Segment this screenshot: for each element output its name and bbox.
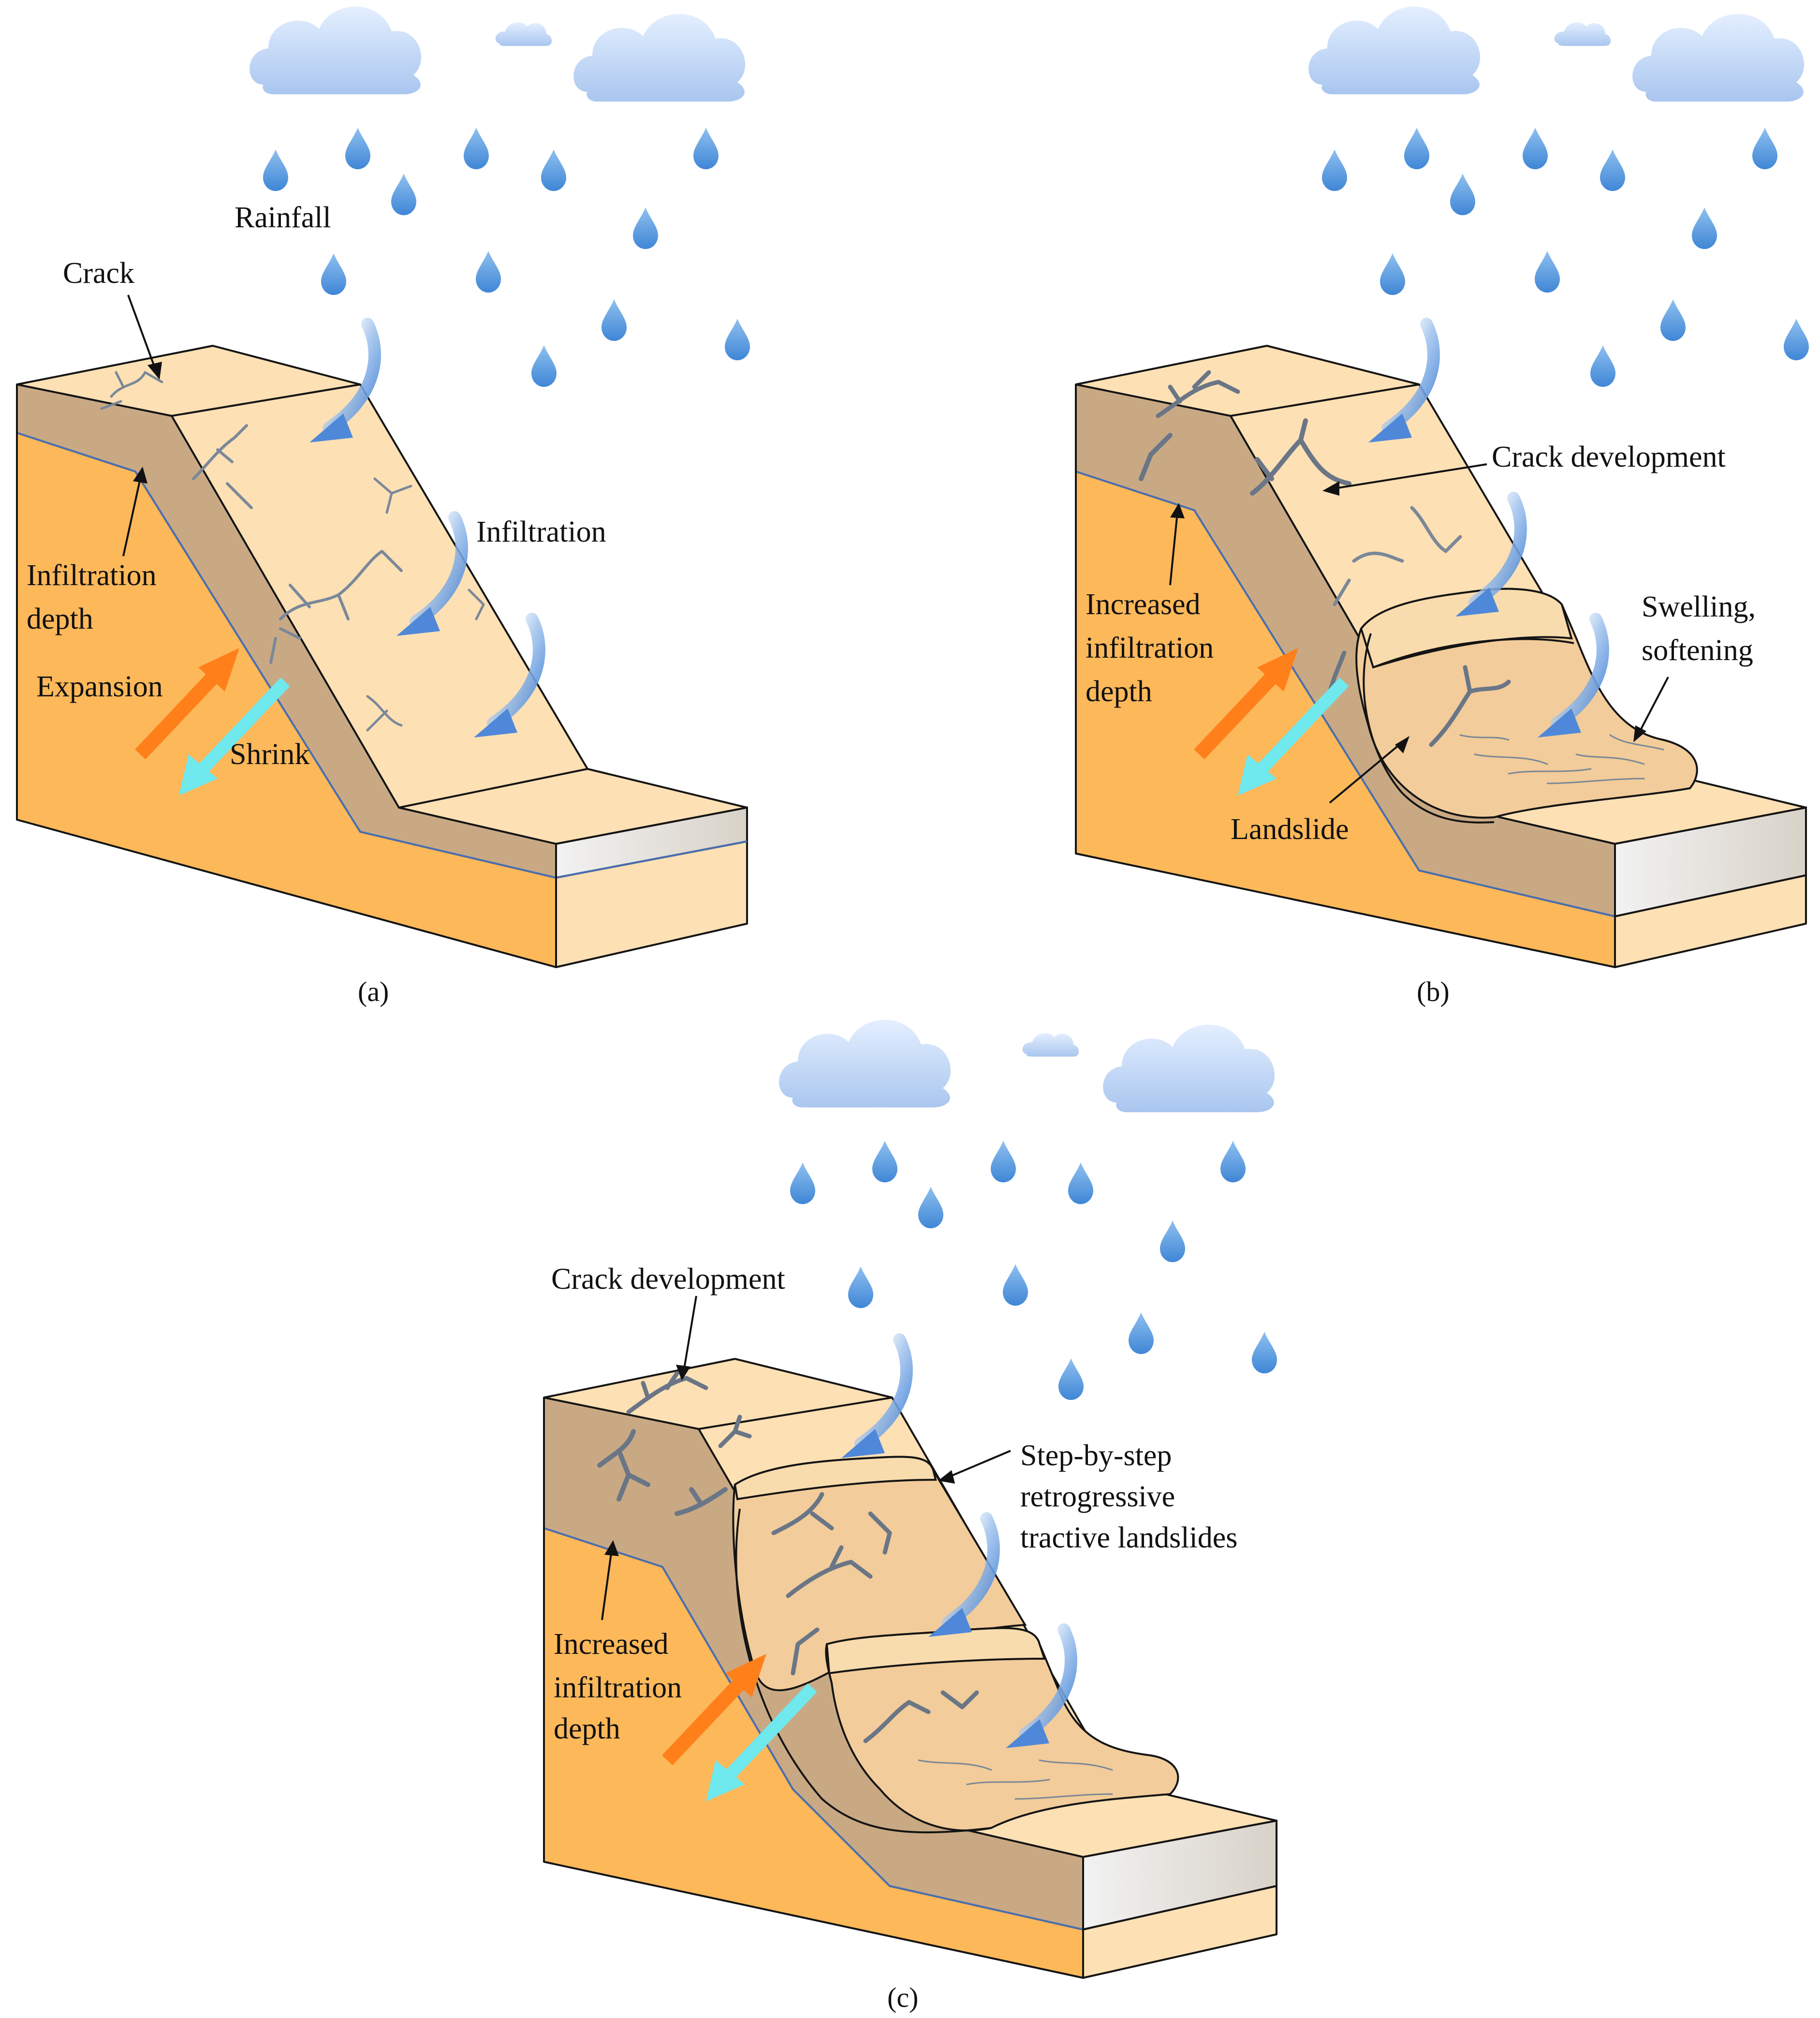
raindrop-icon: [321, 253, 346, 295]
raindrop-icon: [1129, 1312, 1154, 1354]
label-increased-line3: depth: [554, 1712, 620, 1745]
cracks: [597, 1371, 979, 1743]
cloud-icon: [495, 22, 552, 46]
cracks: [100, 371, 485, 732]
label-landslide: Landslide: [1231, 813, 1349, 846]
raindrop-icon: [263, 149, 288, 191]
raindrop-icon: [848, 1267, 873, 1308]
raindrop-icon: [1252, 1332, 1277, 1373]
raindrop-icon: [872, 1141, 897, 1182]
label-crack-development: Crack development: [551, 1263, 785, 1296]
annotation-arrows: [122, 295, 162, 557]
raindrop-icon: [531, 345, 557, 387]
label-step-line2: retrogressive: [1020, 1480, 1175, 1513]
raindrops: [1322, 128, 1809, 387]
label-crack-development: Crack development: [1492, 441, 1726, 473]
label-increased-line1: Increased: [1086, 588, 1201, 621]
annotation-arrows: [1169, 463, 1669, 804]
raindrop-icon: [1068, 1163, 1093, 1204]
raindrop-icon: [476, 251, 501, 293]
raindrops: [263, 128, 750, 387]
raindrop-icon: [1660, 299, 1686, 341]
label-increased-line2: infiltration: [554, 1671, 682, 1704]
label-step-line3: tractive landslides: [1020, 1521, 1237, 1554]
label-shrink: Shrink: [230, 738, 309, 771]
raindrop-icon: [1535, 251, 1560, 293]
panel-c: Crack development Step-by-step retrogres…: [543, 1019, 1277, 2013]
raindrop-icon: [790, 1163, 815, 1204]
panel-b: Crack development Increased infiltration…: [1075, 6, 1809, 1007]
raindrop-icon: [1450, 174, 1475, 215]
raindrop-icon: [1380, 253, 1405, 295]
raindrop-icon: [464, 128, 489, 169]
label-increased-line1: Increased: [554, 1628, 669, 1661]
cloud-icon: [573, 14, 746, 102]
label-step-line1: Step-by-step: [1020, 1439, 1172, 1472]
cloud-icon: [779, 1019, 951, 1107]
raindrop-icon: [1523, 128, 1548, 169]
annotation-arrows: [601, 1296, 1011, 1620]
caption-a: (a): [358, 976, 389, 1007]
label-increased-line2: infiltration: [1086, 632, 1214, 664]
raindrop-icon: [725, 319, 750, 360]
label-infiltration-depth-line1: Infiltration: [27, 559, 157, 592]
soil-layer: [1076, 384, 1615, 916]
label-infiltration-depth-line2: depth: [27, 603, 93, 635]
cloud-icon: [1554, 22, 1611, 46]
raindrop-icon: [1404, 128, 1429, 169]
raindrop-icon: [1752, 128, 1777, 169]
label-expansion: Expansion: [36, 670, 163, 703]
cloud-icon: [1103, 1024, 1275, 1112]
raindrop-icon: [391, 174, 416, 215]
raindrop-icon: [541, 149, 566, 191]
label-infiltration: Infiltration: [476, 516, 606, 548]
raindrop-icon: [1322, 149, 1347, 191]
raindrop-icon: [1590, 345, 1615, 387]
label-swelling-line2: softening: [1642, 634, 1753, 667]
raindrop-icon: [693, 128, 719, 169]
cloud-icon: [1308, 6, 1481, 94]
cloud-icon: [1632, 14, 1805, 102]
caption-b: (b): [1417, 976, 1450, 1007]
raindrop-icon: [345, 128, 370, 169]
label-crack: Crack: [63, 257, 134, 290]
raindrops: [790, 1141, 1277, 1400]
cracks: [1139, 370, 1511, 747]
label-swelling-line1: Swelling,: [1642, 590, 1756, 623]
raindrop-icon: [918, 1187, 943, 1228]
raindrop-icon: [1784, 319, 1809, 360]
raindrop-icon: [1160, 1221, 1185, 1262]
raindrop-icon: [1692, 207, 1717, 249]
cloud-icon: [250, 6, 422, 94]
raindrop-icon: [1058, 1358, 1084, 1400]
caption-c: (c): [887, 1982, 918, 2013]
label-increased-line3: depth: [1086, 675, 1152, 708]
raindrop-icon: [1600, 149, 1625, 191]
raindrop-icon: [602, 299, 627, 341]
panel-a: Rainfall Crack Infiltration Infiltration…: [16, 6, 750, 1007]
raindrop-icon: [1220, 1141, 1246, 1182]
raindrop-icon: [991, 1141, 1016, 1182]
label-rainfall: Rainfall: [235, 201, 331, 234]
raindrop-icon: [1003, 1264, 1028, 1306]
cloud-icon: [1022, 1033, 1079, 1057]
raindrop-icon: [633, 207, 658, 249]
